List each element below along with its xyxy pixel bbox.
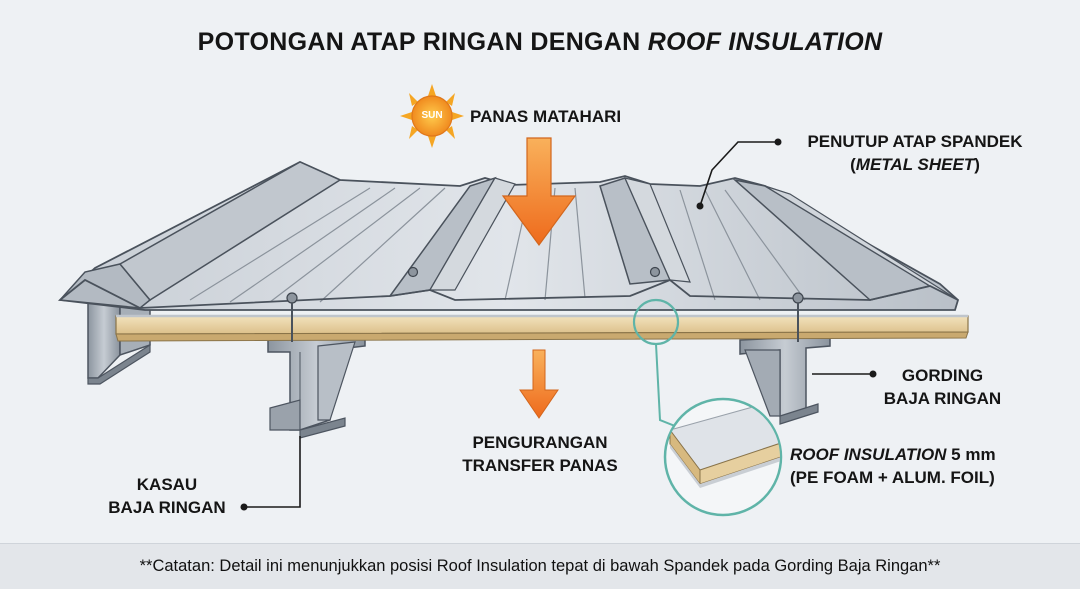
insulation-callout (632, 298, 783, 517)
label-gording: GORDING BAJA RINGAN (883, 366, 1002, 408)
screw-icon (286, 266, 804, 342)
sun-badge: SUN (421, 110, 443, 121)
label-kasau: KASAU BAJA RINGAN (108, 475, 226, 517)
sun-icon (400, 84, 464, 148)
footnote: **Catatan: Detail ini menunjukkan posisi… (0, 543, 1080, 589)
spandek-sheet (57, 161, 960, 342)
heat-arrow-down-small (519, 349, 559, 419)
label-roof-insulation: ROOF INSULATION 5 mm (PE FOAM + ALUM. FO… (790, 445, 996, 487)
insulation-layer (115, 314, 969, 342)
gording-purlin (739, 335, 831, 425)
label-penutup-atap: PENUTUP ATAP SPANDEK (METAL SHEET) (807, 132, 1023, 174)
leader-lines (244, 141, 873, 508)
heat-arrow-down-large (501, 137, 577, 247)
label-panas-matahari: PANAS MATAHARI (470, 107, 622, 126)
page-title: POTONGAN ATAP RINGAN DENGAN ROOF INSULAT… (197, 28, 883, 56)
label-pengurangan-transfer: PENGURANGAN TRANSFER PANAS (462, 433, 618, 475)
